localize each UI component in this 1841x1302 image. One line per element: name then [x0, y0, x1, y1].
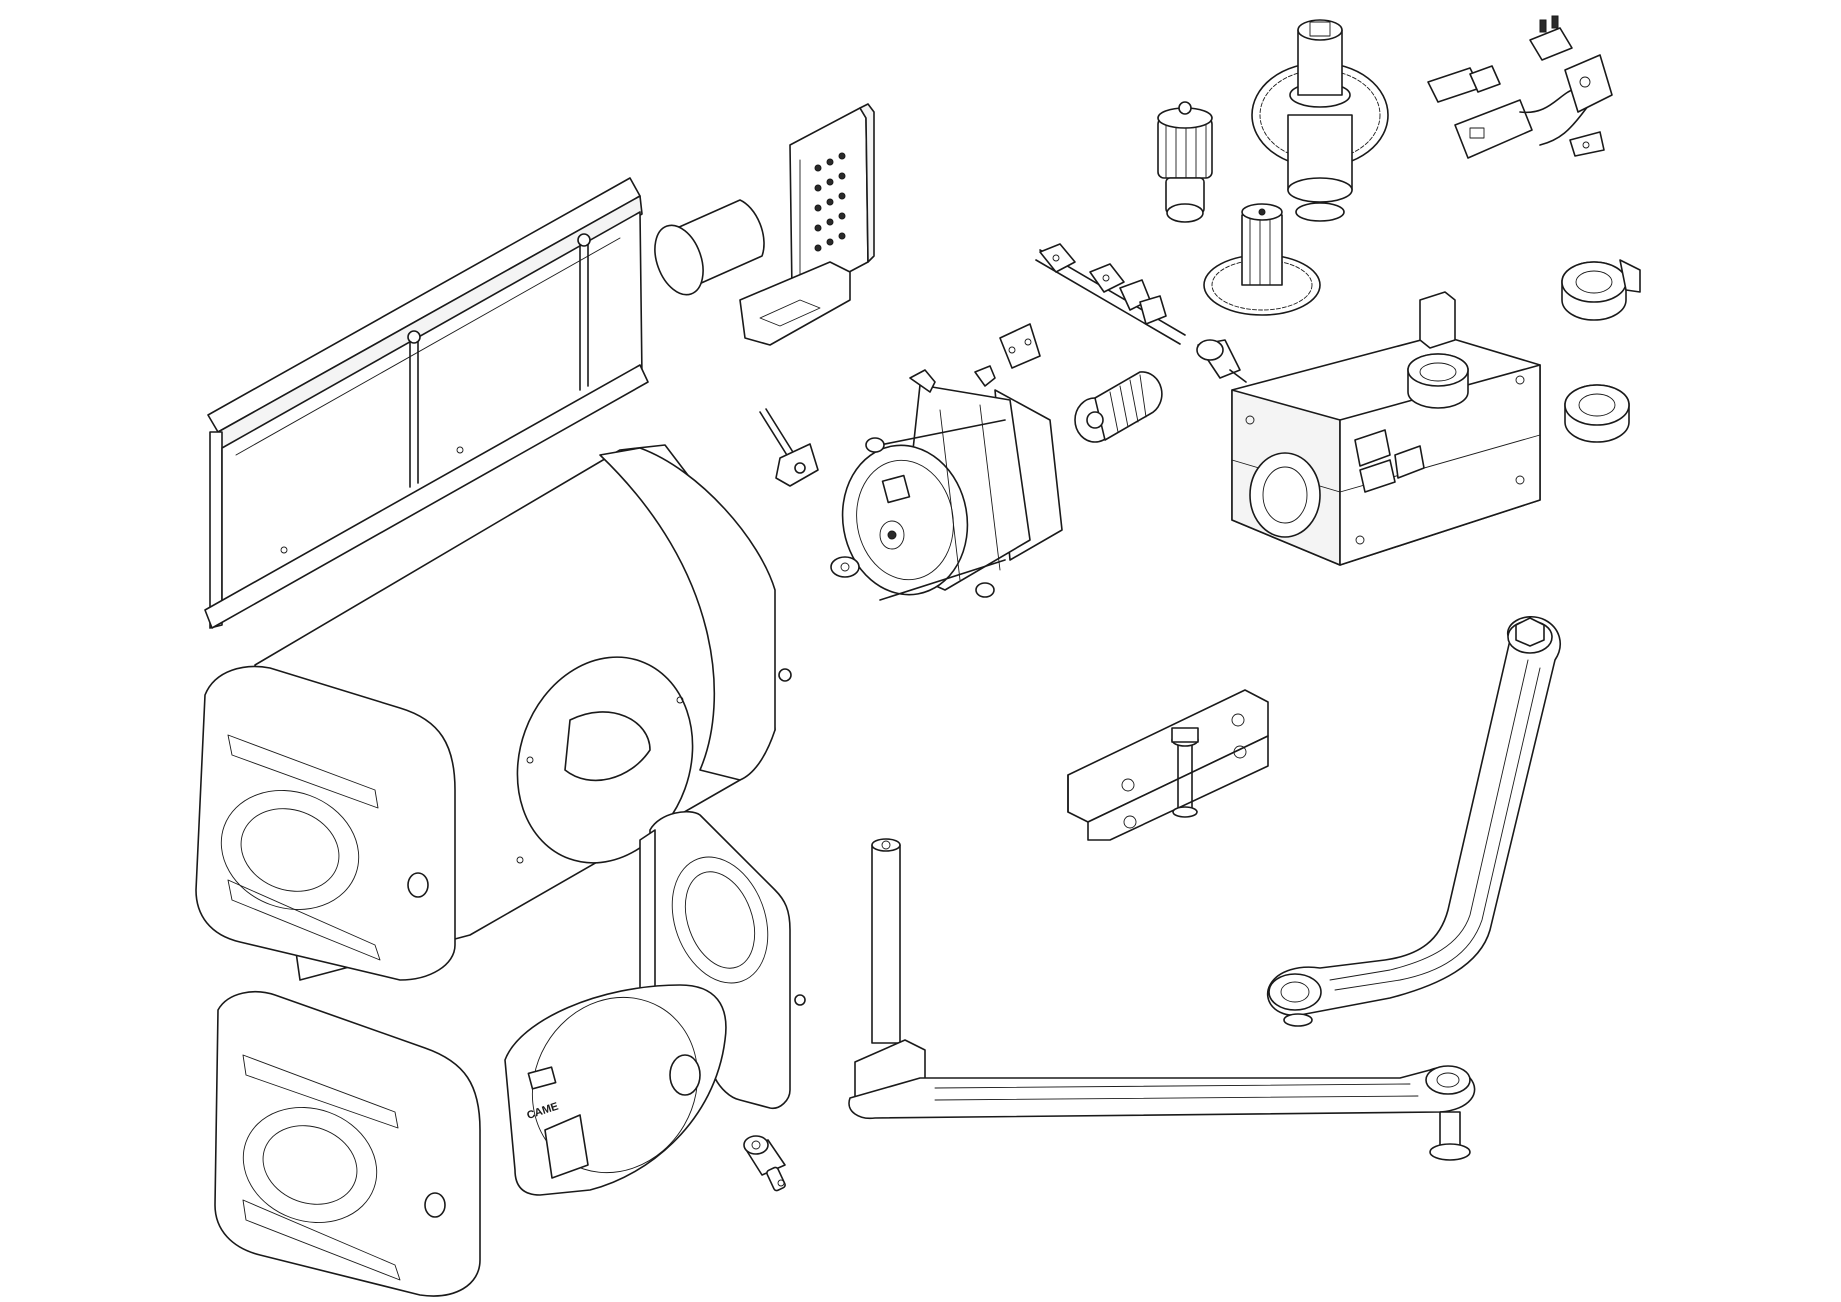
mounting-rail — [204, 177, 649, 629]
main-housing — [195, 444, 792, 981]
release-ring-bottom — [1564, 384, 1630, 443]
capacitor — [654, 199, 765, 296]
mounting-bracket — [1067, 689, 1269, 841]
pinion-gear — [1157, 101, 1213, 223]
electric-motor — [830, 365, 1063, 601]
intermediate-gear — [1203, 203, 1321, 316]
gearbox-housing — [1231, 291, 1541, 566]
key-lock — [743, 1135, 786, 1192]
release-ring-top — [1561, 259, 1641, 321]
terminal-board — [739, 103, 875, 346]
worm-screw — [1074, 371, 1163, 443]
main-gear — [1251, 19, 1389, 222]
front-cover — [214, 990, 481, 1297]
straight-arm — [848, 838, 1476, 1161]
curved-arm — [1266, 615, 1561, 1027]
access-hatch: CAME — [504, 984, 727, 1196]
limit-switch-shaft — [999, 243, 1186, 369]
microswitch-set — [1427, 15, 1613, 159]
shaft-coupling — [1196, 339, 1247, 383]
limit-lever — [759, 408, 819, 487]
